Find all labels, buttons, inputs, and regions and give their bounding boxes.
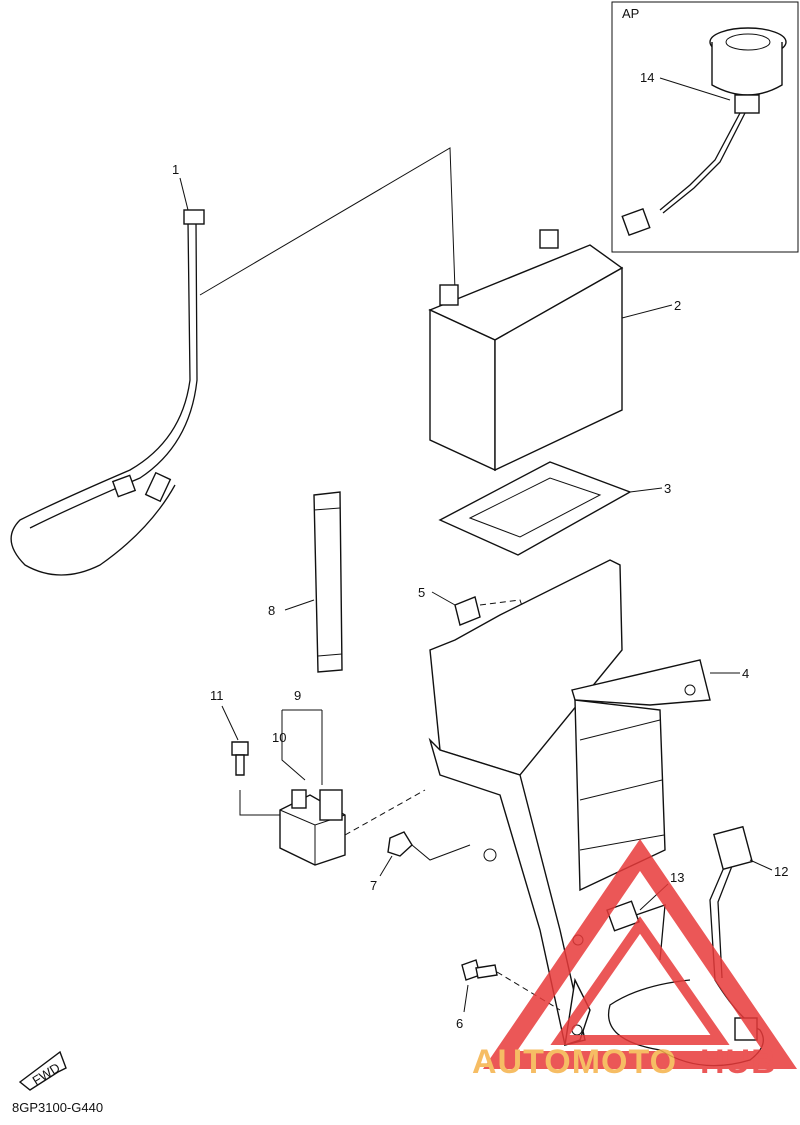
callout-4: 4 <box>742 666 749 681</box>
diagram-code: 8GP3100-G440 <box>12 1100 104 1115</box>
watermark-logo: AUTOMOTO HUB <box>472 839 798 1081</box>
callout-8: 8 <box>268 603 275 618</box>
watermark-text-1: AUTOMOTO <box>472 1043 677 1081</box>
power-socket-part-14 <box>621 27 787 237</box>
battery-mat-part-3 <box>438 461 663 556</box>
nut-part-7 <box>379 831 471 877</box>
bolt-part-6 <box>461 959 561 1013</box>
callout-6: 6 <box>456 1016 463 1031</box>
callout-5: 5 <box>418 585 425 600</box>
callout-3: 3 <box>664 481 671 496</box>
inset-ap: AP 14 <box>611 1 799 253</box>
callout-1: 1 <box>172 162 179 177</box>
watermark-text-2: HUB <box>700 1043 777 1081</box>
fuse-relay-part-13 <box>606 883 669 961</box>
starter-relay-part-9 <box>239 709 426 866</box>
battery-cable-part-1 <box>10 147 456 576</box>
damper-part-5 <box>431 591 560 631</box>
battery-band-part-8 <box>284 491 343 673</box>
callout-12: 12 <box>774 864 788 879</box>
callout-9: 9 <box>294 688 301 703</box>
fwd-arrow: FWD <box>18 1050 67 1091</box>
bolt-part-11 <box>221 705 249 776</box>
callout-14: 14 <box>640 70 654 85</box>
callout-7: 7 <box>370 878 377 893</box>
callout-11: 11 <box>210 688 224 703</box>
inset-label: AP <box>622 6 639 21</box>
callout-2: 2 <box>674 298 681 313</box>
callout-13: 13 <box>670 870 684 885</box>
battery-box-part-4 <box>428 559 740 1047</box>
callout-10: 10 <box>272 730 286 745</box>
battery-part-2 <box>428 229 673 472</box>
